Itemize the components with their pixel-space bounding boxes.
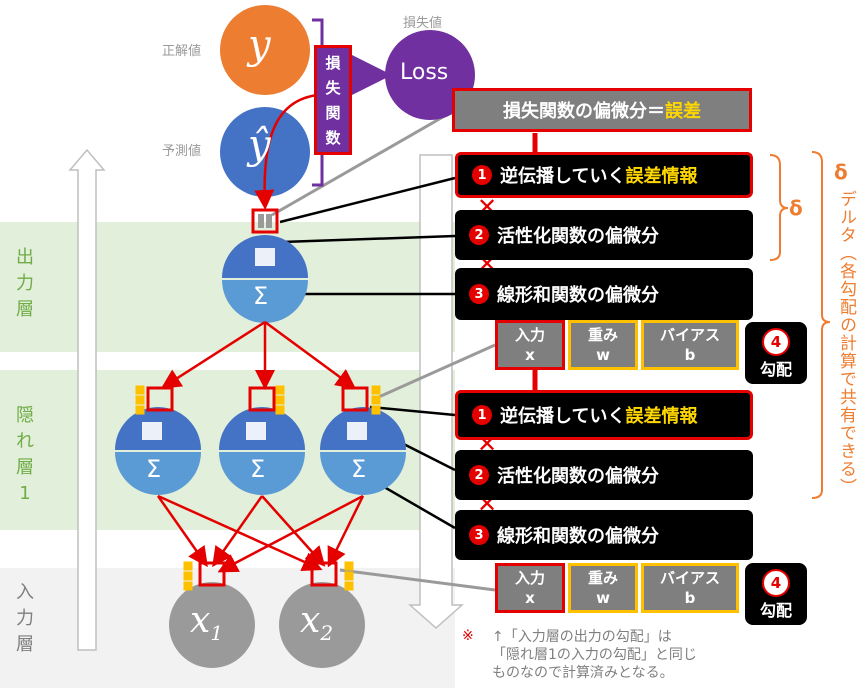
forward-arrow bbox=[68, 148, 106, 651]
y-symbol: y bbox=[248, 22, 271, 68]
output-neuron bbox=[222, 235, 308, 323]
input-layer-label: 入力層 bbox=[16, 582, 34, 655]
loss-title: 損失値 bbox=[403, 16, 443, 31]
hidden-neurons bbox=[115, 407, 406, 495]
target-node bbox=[220, 5, 310, 95]
prediction-node bbox=[220, 107, 310, 197]
gradient-markers bbox=[146, 208, 369, 587]
yhat-symbol: ŷ bbox=[248, 122, 271, 168]
input-node-x2 bbox=[279, 582, 365, 668]
output-sigma: Σ bbox=[253, 282, 269, 310]
delta-label: δ bbox=[789, 196, 803, 220]
delta-description: デルタ（各勾配の計算で共有できる） bbox=[836, 190, 856, 496]
loss-partial-box: 損失関数の偏微分＝誤差 bbox=[452, 88, 752, 132]
hidden-sigma-1: Σ bbox=[146, 455, 162, 483]
delta-title: δ bbox=[834, 160, 848, 184]
note-mark: ※ bbox=[462, 628, 474, 644]
correct-label: 正解値 bbox=[162, 44, 202, 59]
predicted-label: 予測値 bbox=[162, 144, 202, 159]
hidden-sigma-2: Σ bbox=[250, 455, 266, 483]
backprop-arrows bbox=[156, 320, 365, 573]
x1-label: x1 bbox=[190, 600, 224, 646]
callout-lines bbox=[271, 108, 496, 592]
loss-function-box: 損失関数 bbox=[314, 45, 352, 155]
footnote: ↑「入力層の出力の勾配」は「隠れ層1の入力の勾配」と同じものなので計算済みとなる… bbox=[492, 629, 697, 681]
x2-label: x2 bbox=[300, 600, 334, 646]
yellow-markers bbox=[135, 385, 381, 591]
loss-symbol: Loss bbox=[400, 60, 449, 85]
hidden-sigma-3: Σ bbox=[351, 455, 367, 483]
output-layer-label: 出力層 bbox=[16, 247, 34, 320]
input-node-x1 bbox=[169, 582, 255, 668]
